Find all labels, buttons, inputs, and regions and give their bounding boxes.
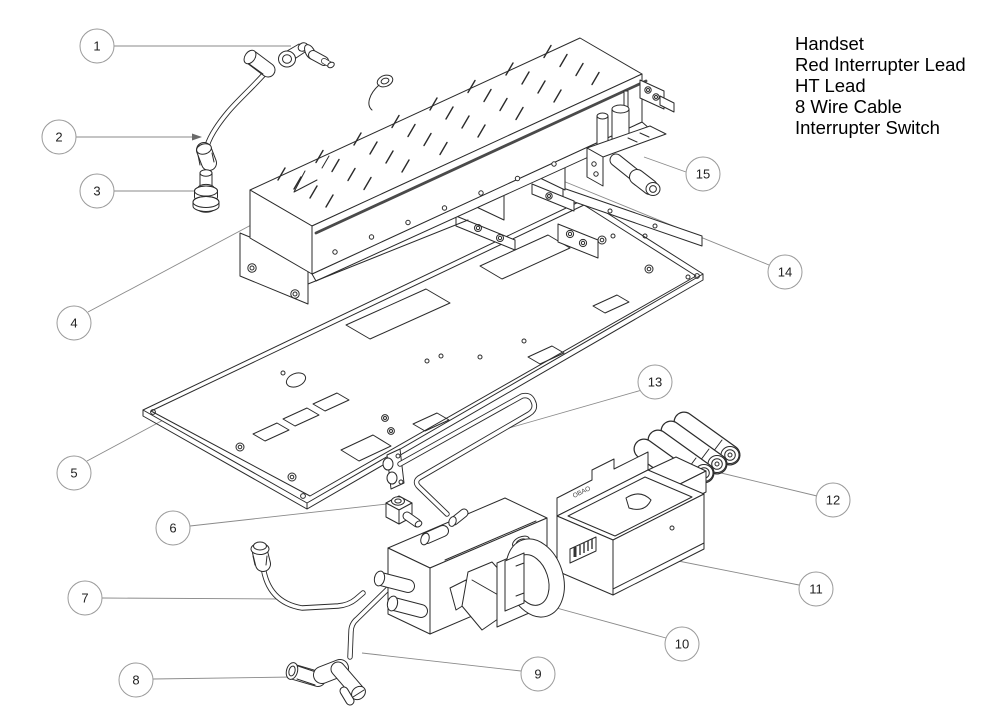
callout-4: 4 [56, 305, 92, 341]
callouts: 1 2 3 4 5 6 7 8 9 10 11 12 13 14 15 [41, 28, 851, 698]
part-elbow-fitting [278, 42, 335, 69]
callout-6: 6 [155, 510, 191, 546]
part-inlet-pipe [250, 541, 366, 611]
callout-13: 13 [637, 364, 673, 400]
callout-number: 5 [70, 466, 77, 481]
legend-item: Handset [795, 33, 864, 54]
callout-number: 10 [675, 637, 689, 652]
callout-8: 8 [118, 662, 154, 698]
callout-number: 3 [93, 184, 100, 199]
callout-12: 12 [815, 482, 851, 518]
thermocouple-ring-fitting [368, 74, 394, 111]
callout-14: 14 [767, 254, 803, 290]
callout-7: 7 [67, 580, 103, 616]
callout-11: 11 [798, 571, 834, 607]
callout-number: 8 [132, 673, 139, 688]
part-supply-pipe [397, 392, 538, 517]
callout-number: 6 [169, 521, 176, 536]
part-control-box: OBAO [556, 451, 707, 596]
legend-item: 8 Wire Cable [795, 96, 902, 117]
battery-4 [673, 411, 741, 466]
callout-number: 13 [648, 375, 662, 390]
callout-9: 9 [520, 656, 556, 692]
pipe-clamp-bracket [382, 448, 405, 490]
parts-legend: Handset Red Interrupter Lead HT Lead 8 W… [795, 33, 966, 138]
part-pilot-assembly [586, 90, 667, 196]
callout-number: 4 [70, 316, 77, 331]
part-gland-fitting [192, 169, 220, 213]
callout-1: 1 [79, 28, 115, 64]
callout-5: 5 [56, 455, 92, 491]
callout-number: 14 [778, 265, 792, 280]
legend-item: HT Lead [795, 75, 866, 96]
legend-item: Interrupter Switch [795, 117, 940, 138]
callout-2: 2 [41, 119, 77, 155]
legend-item: Red Interrupter Lead [795, 54, 966, 75]
barcode-label [569, 536, 597, 564]
battery-3 [660, 420, 728, 475]
part-link-pipe [347, 578, 399, 660]
callout-15: 15 [685, 156, 721, 192]
callout-number: 2 [55, 130, 62, 145]
callout-number: 11 [809, 582, 823, 597]
callout-number: 12 [826, 493, 840, 508]
callout-number: 15 [696, 167, 710, 182]
part-base-plate [142, 198, 704, 510]
callout-number: 9 [534, 667, 541, 682]
callout-3: 3 [79, 173, 115, 209]
callout-10: 10 [664, 626, 700, 662]
part-curved-pipe [196, 49, 276, 171]
callout-number: 1 [93, 39, 100, 54]
part-gas-valve [373, 497, 565, 635]
part-elbow-union [285, 659, 366, 706]
part-injector [385, 495, 423, 528]
callout-number: 7 [81, 591, 88, 606]
